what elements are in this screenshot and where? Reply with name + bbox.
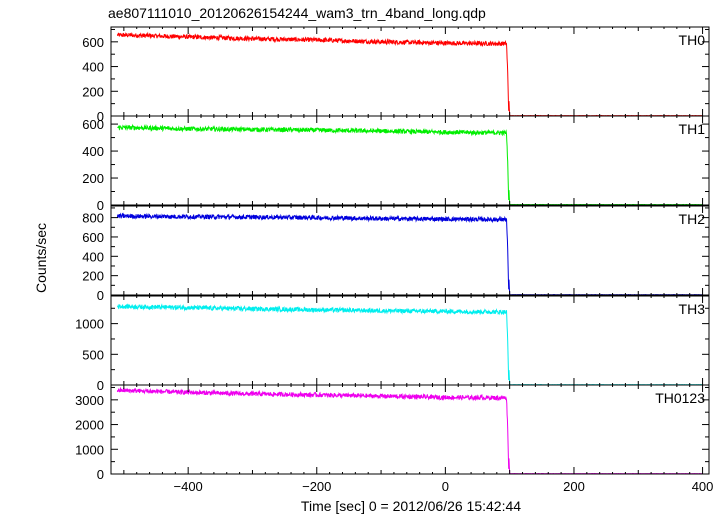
y-tick-label: 0 (97, 378, 104, 393)
y-tick-label: 200 (82, 171, 104, 186)
x-tick-label: 200 (563, 479, 585, 494)
series-line-th2 (116, 212, 703, 296)
panel-th2: 0 200 400 600 800 TH2 (82, 205, 710, 303)
y-tick-label: 400 (82, 249, 104, 264)
y-tick-label: 1000 (75, 317, 104, 332)
x-tick-label: −200 (302, 479, 331, 494)
series-line-th1 (117, 123, 703, 206)
panel-frame (110, 384, 710, 475)
series-line-th3 (116, 303, 703, 386)
y-tick-label: 0 (97, 198, 104, 213)
panel-frame (110, 115, 710, 206)
y-tick-label: 2000 (75, 418, 104, 433)
y-tick-label: 400 (82, 144, 104, 159)
y-tick-label: 1000 (75, 442, 104, 457)
x-tick-label: 400 (692, 479, 714, 494)
chart-title: ae807111010_20120626154244_wam3_trn_4ban… (108, 5, 486, 21)
y-tick-label: 600 (82, 230, 104, 245)
panel-label-th3: TH3 (679, 301, 706, 317)
y-tick-label: 200 (82, 84, 104, 99)
panel-label-th2: TH2 (679, 211, 706, 227)
panel-frame (110, 26, 710, 117)
y-tick-label: 0 (97, 467, 104, 482)
x-tick-label: −400 (174, 479, 203, 494)
x-axis-label: Time [sec] 0 = 2012/06/26 15:42:44 (301, 498, 521, 514)
panel-label-th1: TH1 (679, 121, 706, 137)
y-tick-label: 400 (82, 60, 104, 75)
y-tick-label: 600 (82, 117, 104, 132)
panel-label-th0123: TH0123 (655, 390, 705, 406)
panel-th1: 0 200 400 600 TH1 (82, 115, 710, 213)
panel-th0123: 0 1000 2000 3000 TH0123 (75, 384, 710, 482)
y-tick-label: 800 (82, 211, 104, 226)
x-axis: −400 −200 0 200 400 (174, 479, 714, 494)
y-axis-label: Counts/sec (33, 223, 49, 293)
y-tick-label: 0 (97, 109, 104, 124)
panel-frame (110, 205, 710, 296)
y-tick-label: 600 (82, 35, 104, 50)
y-tick-label: 200 (82, 269, 104, 284)
series-line-th0 (116, 31, 703, 117)
y-tick-label: 500 (82, 347, 104, 362)
panel-label-th0: TH0 (679, 32, 706, 48)
series-line-th0123 (116, 386, 703, 475)
y-tick-label: 0 (97, 288, 104, 303)
y-tick-label: 3000 (75, 393, 104, 408)
panel-th0: 0 200 400 600 TH0 (82, 26, 710, 124)
panel-frame (110, 295, 710, 386)
x-tick-label: 0 (442, 479, 449, 494)
panel-th3: 0 500 1000 TH3 (75, 295, 710, 393)
